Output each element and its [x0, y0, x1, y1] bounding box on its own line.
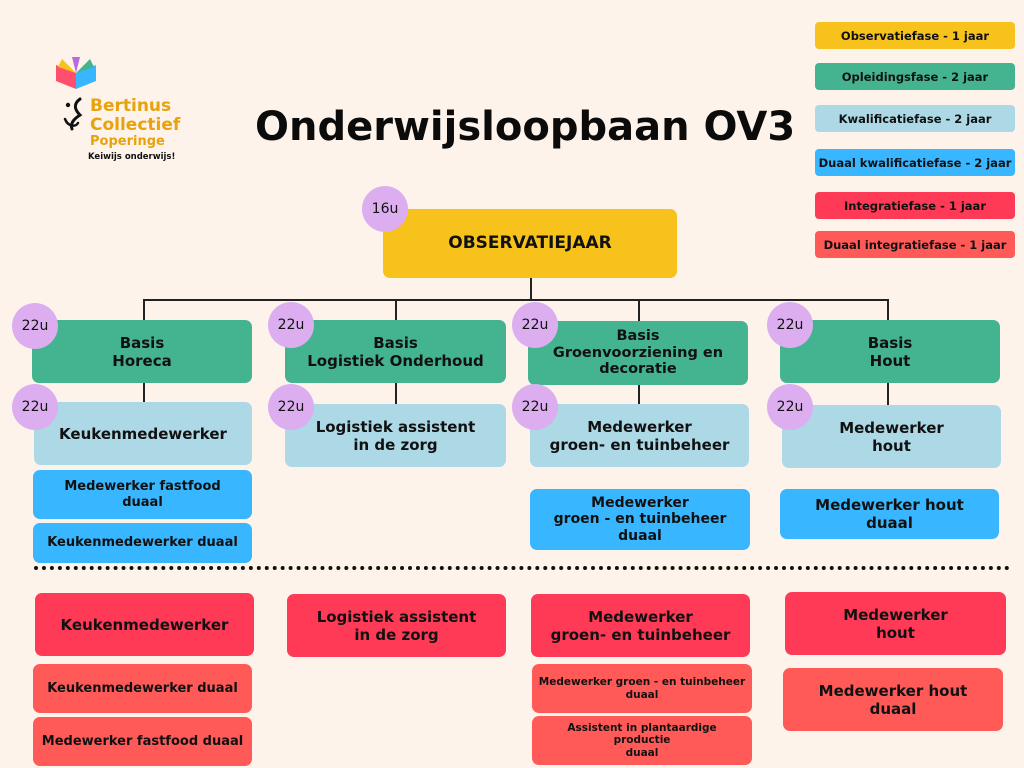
hours-badge-basis-logistiek: 22u: [268, 302, 314, 348]
connector-groen: [638, 299, 640, 321]
duaal-kwal-keuken-box: Keukenmedewerker duaal: [33, 523, 252, 563]
logo: Bertinus Collectief Poperinge Keiwijs on…: [50, 55, 180, 165]
kwalificatie-hout-box: Medewerker hout: [782, 405, 1001, 468]
logo-tagline: Keiwijs onderwijs!: [88, 152, 176, 162]
basis-horeca-box: Basis Horeca: [32, 320, 252, 383]
connector-hout-kwal: [887, 383, 889, 405]
connector-logistiek: [395, 299, 397, 320]
duaal-int-groen-box: Medewerker groen - en tuinbeheer duaal: [532, 664, 752, 713]
integratie-groen-box: Medewerker groen- en tuinbeheer: [531, 594, 750, 657]
legend-item-kwalificatiefase: Kwalificatiefase - 2 jaar: [815, 105, 1015, 132]
duaal-int-hout-box: Medewerker hout duaal: [783, 668, 1003, 731]
duaal-int-plantaardig-box: Assistent in plantaardige productie duaa…: [532, 716, 752, 765]
duaal-int-fastfood-box: Medewerker fastfood duaal: [33, 717, 252, 766]
hours-badge-basis-horeca: 22u: [12, 303, 58, 349]
hours-badge-kwal-keuken: 22u: [12, 384, 58, 430]
connector-groen-kwal: [638, 385, 640, 404]
legend-item-duaal-integratiefase: Duaal integratiefase - 1 jaar: [815, 231, 1015, 258]
observatiejaar-box: OBSERVATIEJAAR: [383, 209, 677, 278]
hours-badge-kwal-hout: 22u: [767, 384, 813, 430]
hours-badge-kwal-logistiek: 22u: [268, 384, 314, 430]
logo-name-3: Poperinge: [90, 134, 165, 149]
kwalificatie-logistiek-box: Logistiek assistent in de zorg: [285, 404, 506, 467]
legend-item-integratiefase: Integratiefase - 1 jaar: [815, 192, 1015, 219]
hours-badge-basis-hout: 22u: [767, 302, 813, 348]
phase-divider: [34, 566, 1010, 570]
connector-horeca: [143, 299, 145, 320]
kwalificatie-keukenmedewerker-box: Keukenmedewerker: [34, 402, 252, 465]
book-logo-icon: [56, 57, 96, 89]
face-icon: [63, 97, 83, 131]
hours-badge-kwal-groen: 22u: [512, 384, 558, 430]
legend-item-opleidingsfase: Opleidingsfase - 2 jaar: [815, 63, 1015, 90]
hours-badge-basis-groen: 22u: [512, 302, 558, 348]
duaal-kwal-fastfood-box: Medewerker fastfood duaal: [33, 470, 252, 519]
connector-observatie-down: [530, 277, 532, 300]
legend-item-duaal-kwalificatiefase: Duaal kwalificatiefase - 2 jaar: [815, 149, 1015, 176]
legend-item-observatiefase: Observatiefase - 1 jaar: [815, 22, 1015, 49]
duaal-kwal-hout-box: Medewerker hout duaal: [780, 489, 999, 539]
basis-logistiek-box: Basis Logistiek Onderhoud: [285, 320, 506, 383]
integratie-logistiek-box: Logistiek assistent in de zorg: [287, 594, 506, 657]
integratie-keuken-box: Keukenmedewerker: [35, 593, 254, 656]
integratie-hout-box: Medewerker hout: [785, 592, 1006, 655]
basis-hout-box: Basis Hout: [780, 320, 1000, 383]
basis-groen-box: Basis Groenvoorziening en decoratie: [528, 321, 748, 385]
hours-badge-observatie: 16u: [362, 186, 408, 232]
kwalificatie-groen-box: Medewerker groen- en tuinbeheer: [530, 404, 749, 467]
connector-horeca-kwal: [143, 383, 145, 402]
duaal-kwal-groen-box: Medewerker groen - en tuinbeheer duaal: [530, 489, 750, 550]
logo-name-1: Bertinus: [90, 96, 172, 116]
duaal-int-keuken-box: Keukenmedewerker duaal: [33, 664, 252, 713]
page-title: Onderwijsloopbaan OV3: [255, 104, 796, 150]
connector-horizontal: [143, 299, 887, 301]
connector-hout: [887, 299, 889, 320]
connector-logistiek-kwal: [395, 383, 397, 404]
logo-name-2: Collectief: [90, 115, 181, 135]
